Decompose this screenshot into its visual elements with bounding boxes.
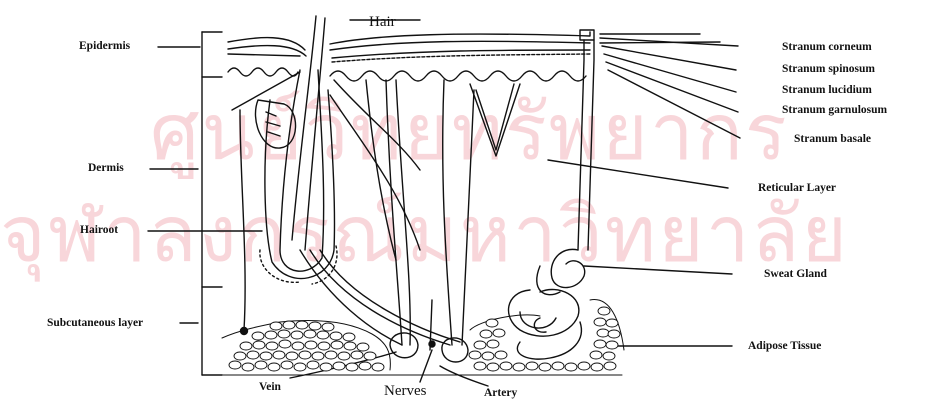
label-vein: Vein [259,381,281,393]
label-artery: Artery [484,387,517,399]
label-hairoot: Hairoot [80,224,118,236]
label-subcutaneous: Subcutaneous layer [47,317,143,329]
label-sweat-gland: Sweat Gland [764,268,827,280]
label-stratum-spinosum: Stranum spinosum [782,63,875,75]
skin-surface [228,32,720,62]
label-adipose-tissue: Adipose Tissue [748,340,821,352]
fat-cells [229,307,620,371]
label-nerves: Nerves [384,383,426,400]
layer-bracket [202,32,222,375]
basement-membrane [228,68,586,81]
label-reticular-layer: Reticular Layer [758,182,836,194]
label-hair: Hair [369,14,396,31]
label-stratum-granulosum: Stranum garnulosum [782,104,887,116]
label-stratum-basale: Stranum basale [794,133,871,145]
nerve-dot [429,341,435,347]
label-dermis: Dermis [88,162,124,174]
leader-lines-right [548,38,740,346]
label-stratum-lucidum: Stranum lucidium [782,84,872,96]
label-stratum-corneum: Stranum corneum [782,41,872,53]
label-epidermis: Epidermis [79,40,130,52]
